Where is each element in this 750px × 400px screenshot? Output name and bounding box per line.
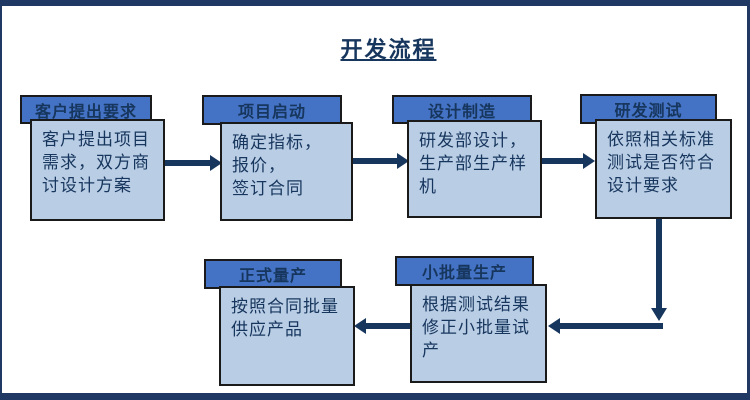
node-project-kickoff-header: 项目启动 (202, 95, 342, 125)
node-small-batch-body: 根据测试结果 修正小批量试 产 (410, 284, 547, 383)
arrow-down-icon (651, 219, 667, 321)
page-title: 开发流程 (340, 37, 437, 62)
node-mass-production-body: 按照合同批量 供应产品 (219, 286, 355, 386)
node-design-manufacture-body: 研发部设计， 生产部生产样 机 (407, 120, 542, 218)
arrow-right-icon (161, 155, 222, 171)
arrow-left-icon (354, 318, 410, 334)
node-project-kickoff-body: 确定指标， 报价， 签订合同 (220, 122, 353, 221)
node-rd-testing-body: 依照相关标准 测试是否符合 设计要求 (595, 119, 732, 219)
node-customer-request-body: 客户提出项目 需求，双方商 讨设计方案 (30, 119, 165, 221)
arrow-left-icon (548, 318, 663, 334)
node-mass-production-header: 正式量产 (204, 259, 342, 289)
arrow-right-icon (540, 153, 595, 169)
arrow-right-icon (351, 153, 409, 169)
node-small-batch-header: 小批量生产 (395, 256, 534, 286)
